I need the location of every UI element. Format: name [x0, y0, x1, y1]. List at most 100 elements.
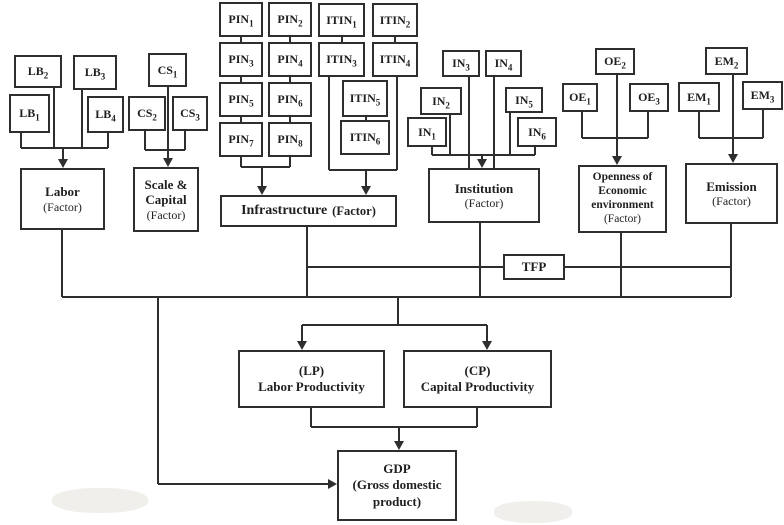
- indicator-box-cs2: CS2: [128, 96, 166, 131]
- arrow-into-infrastructure-right: [361, 186, 371, 195]
- indicator-label-cs3: CS3: [180, 106, 200, 123]
- indicator-box-pin1: PIN1: [219, 2, 263, 37]
- em-connectors: [698, 75, 764, 155]
- indicator-box-pin2: PIN2: [268, 2, 312, 37]
- arrow-into-openness: [612, 156, 622, 165]
- indicator-label-oe2: OE2: [604, 54, 626, 71]
- indicator-label-pin3: PIN3: [228, 52, 254, 69]
- indicator-box-pin7: PIN7: [219, 122, 263, 157]
- factor-infrastructure-qualifier: (Factor): [332, 203, 376, 218]
- arrow-into-gdp-top: [394, 441, 404, 450]
- indicator-box-em2: EM2: [705, 47, 748, 75]
- factor-box-openness: Openness of Economic environment (Factor…: [578, 165, 667, 233]
- indicator-label-pin7: PIN7: [228, 132, 254, 149]
- indicator-box-pin5: PIN5: [219, 82, 263, 117]
- factor-emission-qualifier: (Factor): [712, 194, 751, 209]
- factor-box-institution: Institution (Factor): [428, 168, 540, 223]
- indicator-label-cs1: CS1: [157, 62, 178, 79]
- indicator-box-in5: IN5: [505, 87, 543, 113]
- indicator-box-itin6: ITIN6: [340, 120, 390, 155]
- indicator-label-pin4: PIN4: [277, 52, 303, 69]
- labor-productivity-box: (LP) Labor Productivity: [238, 350, 385, 408]
- tfp-box: TFP: [503, 254, 565, 280]
- indicator-label-em3: EM3: [750, 88, 775, 105]
- indicator-label-pin6: PIN6: [277, 92, 303, 109]
- indicator-label-pin5: PIN5: [228, 92, 254, 109]
- indicator-label-lb4: LB4: [95, 107, 116, 124]
- lp-abbr: (LP): [298, 362, 325, 378]
- indicator-box-itin4: ITIN4: [372, 42, 418, 77]
- indicator-box-pin8: PIN8: [268, 122, 312, 157]
- indicator-box-oe3: OE3: [629, 83, 669, 112]
- capital-productivity-box: (CP) Capital Productivity: [403, 350, 552, 408]
- itin-connectors: [328, 37, 398, 187]
- oe-connectors: [581, 75, 649, 157]
- factor-box-infrastructure: Infrastructure (Factor): [220, 195, 397, 227]
- factor-openness-qualifier: (Factor): [603, 212, 642, 225]
- factor-scale-capital-qualifier: (Factor): [146, 207, 186, 222]
- lp-name: Labor Productivity: [258, 379, 365, 394]
- indicator-box-itin3: ITIN3: [318, 42, 365, 77]
- lb-connectors: [20, 88, 109, 160]
- indicator-label-in2: IN2: [432, 93, 450, 110]
- indicator-box-itin5: ITIN5: [342, 80, 388, 117]
- indicator-box-itin2: ITIN2: [372, 3, 418, 37]
- indicator-box-pin4: PIN4: [268, 42, 312, 77]
- indicator-label-itin6: ITIN6: [349, 130, 381, 147]
- factor-institution-name: Institution: [454, 180, 514, 196]
- indicator-box-in3: IN3: [442, 50, 480, 77]
- arrow-into-institution: [477, 159, 487, 168]
- indicator-box-pin3: PIN3: [219, 42, 263, 77]
- indicator-label-pin2: PIN2: [277, 12, 303, 29]
- arrow-into-gdp-left: [328, 479, 337, 489]
- arrow-into-lp: [297, 341, 307, 350]
- arrow-into-labor: [58, 159, 68, 168]
- factor-infrastructure-name: Infrastructure: [241, 202, 328, 218]
- arrow-into-scale-capital: [163, 158, 173, 167]
- indicator-label-in6: IN6: [528, 124, 546, 141]
- indicator-box-oe2: OE2: [595, 48, 635, 75]
- indicator-label-lb2: LB2: [27, 64, 49, 81]
- factor-labor-qualifier: (Factor): [43, 199, 82, 214]
- tfp-label: TFP: [521, 259, 547, 274]
- cp-name: Capital Productivity: [420, 379, 535, 394]
- factor-drop-lines: [61, 223, 732, 297]
- indicator-label-itin5: ITIN5: [349, 91, 381, 108]
- indicator-box-itin1: ITIN1: [318, 3, 365, 37]
- in-connectors: [431, 77, 536, 168]
- indicator-label-oe1: OE1: [569, 90, 591, 107]
- indicator-label-lb3: LB3: [84, 65, 106, 82]
- scan-artifact: [494, 501, 572, 523]
- indicator-label-em2: EM2: [714, 53, 739, 70]
- factor-openness-name: Openness of Economic environment: [591, 171, 654, 211]
- indicator-box-cs1: CS1: [148, 53, 187, 87]
- indicator-label-itin4: ITIN4: [379, 52, 411, 69]
- cp-abbr: (CP): [464, 362, 491, 378]
- indicator-label-em1: EM1: [687, 89, 711, 106]
- indicator-label-in4: IN4: [494, 56, 513, 73]
- pin-connectors: [240, 37, 291, 187]
- factor-box-emission: Emission (Factor): [685, 163, 778, 224]
- cs-connectors: [144, 87, 186, 159]
- indicator-box-in6: IN6: [517, 117, 557, 147]
- arrow-into-emission: [728, 154, 738, 163]
- indicator-label-pin1: PIN1: [228, 12, 254, 29]
- indicator-box-lb3: LB3: [73, 55, 117, 90]
- indicator-box-em3: EM3: [742, 81, 783, 110]
- indicator-box-lb2: LB2: [14, 55, 62, 88]
- indicator-box-in1: IN1: [407, 117, 447, 147]
- factor-emission-name: Emission: [706, 178, 757, 194]
- indicator-label-cs2: CS2: [137, 106, 157, 123]
- indicator-label-pin8: PIN8: [277, 132, 303, 149]
- indicator-box-cs3: CS3: [172, 96, 208, 131]
- arrowheads: [58, 154, 738, 489]
- factor-scale-capital-name: Scale & Capital: [144, 176, 188, 208]
- indicator-label-in3: IN3: [452, 56, 470, 73]
- gdp-feed-line: [157, 297, 328, 485]
- indicator-label-lb1: LB1: [19, 106, 40, 123]
- arrow-into-infrastructure-left: [257, 186, 267, 195]
- productivity-to-gdp-lines: [310, 408, 478, 442]
- factor-box-labor: Labor (Factor): [20, 168, 105, 230]
- indicator-label-oe3: OE3: [638, 90, 660, 107]
